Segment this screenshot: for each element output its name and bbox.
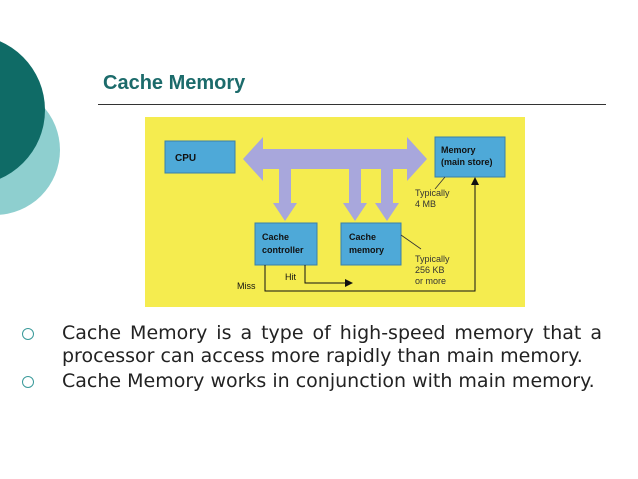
typical-cache-line3: or more bbox=[415, 276, 446, 286]
memory-size-pointer bbox=[434, 176, 446, 190]
bullet-item: Cache Memory is a type of high-speed mem… bbox=[20, 322, 602, 368]
bullet-text: Cache Memory works in conjunction with m… bbox=[62, 370, 595, 392]
memory-label-line1: Memory bbox=[441, 145, 476, 155]
slide-title: Cache Memory bbox=[103, 72, 246, 94]
bullet-text: Cache Memory is a type of high-speed mem… bbox=[62, 322, 602, 367]
main-memory-box bbox=[434, 136, 506, 178]
typical-memory-line2: 4 MB bbox=[415, 199, 436, 209]
miss-label: Miss bbox=[237, 281, 256, 291]
bus-to-controller-arrow bbox=[273, 169, 297, 221]
title-underline bbox=[98, 104, 606, 105]
cache-controller-line2: controller bbox=[262, 245, 304, 255]
system-bus-arrow bbox=[243, 137, 427, 181]
hit-label: Hit bbox=[285, 272, 296, 282]
bus-to-cache-arrow-1 bbox=[343, 169, 367, 221]
cpu-label: CPU bbox=[175, 153, 196, 164]
typical-memory-line1: Typically bbox=[415, 188, 450, 198]
dark-teal-circle bbox=[0, 41, 45, 179]
cache-size-pointer bbox=[400, 234, 422, 250]
cache-controller-line1: Cache bbox=[262, 232, 289, 242]
cpu-box bbox=[164, 140, 236, 174]
miss-arrowhead bbox=[471, 177, 479, 185]
cache-memory-line1: Cache bbox=[349, 232, 376, 242]
cache-controller-box bbox=[254, 222, 318, 266]
cache-memory-box bbox=[340, 222, 402, 266]
decorative-circles bbox=[0, 41, 60, 215]
bullet-item: Cache Memory works in conjunction with m… bbox=[20, 370, 602, 393]
bus-to-cache-arrow-2 bbox=[375, 169, 399, 221]
memory-label-line2: (main store) bbox=[441, 157, 493, 167]
bullet-ring-icon bbox=[22, 328, 34, 340]
miss-path-line bbox=[264, 183, 476, 292]
hit-path-line bbox=[304, 265, 345, 284]
hit-arrowhead bbox=[345, 279, 353, 287]
typical-cache-line1: Typically bbox=[415, 254, 450, 264]
bullet-list: Cache Memory is a type of high-speed mem… bbox=[20, 322, 602, 395]
cache-memory-line2: memory bbox=[349, 245, 384, 255]
bullet-ring-icon bbox=[22, 376, 34, 388]
cache-diagram: CPU Memory (main store) Typically 4 MB C… bbox=[145, 117, 525, 307]
typical-cache-line2: 256 KB bbox=[415, 265, 445, 275]
